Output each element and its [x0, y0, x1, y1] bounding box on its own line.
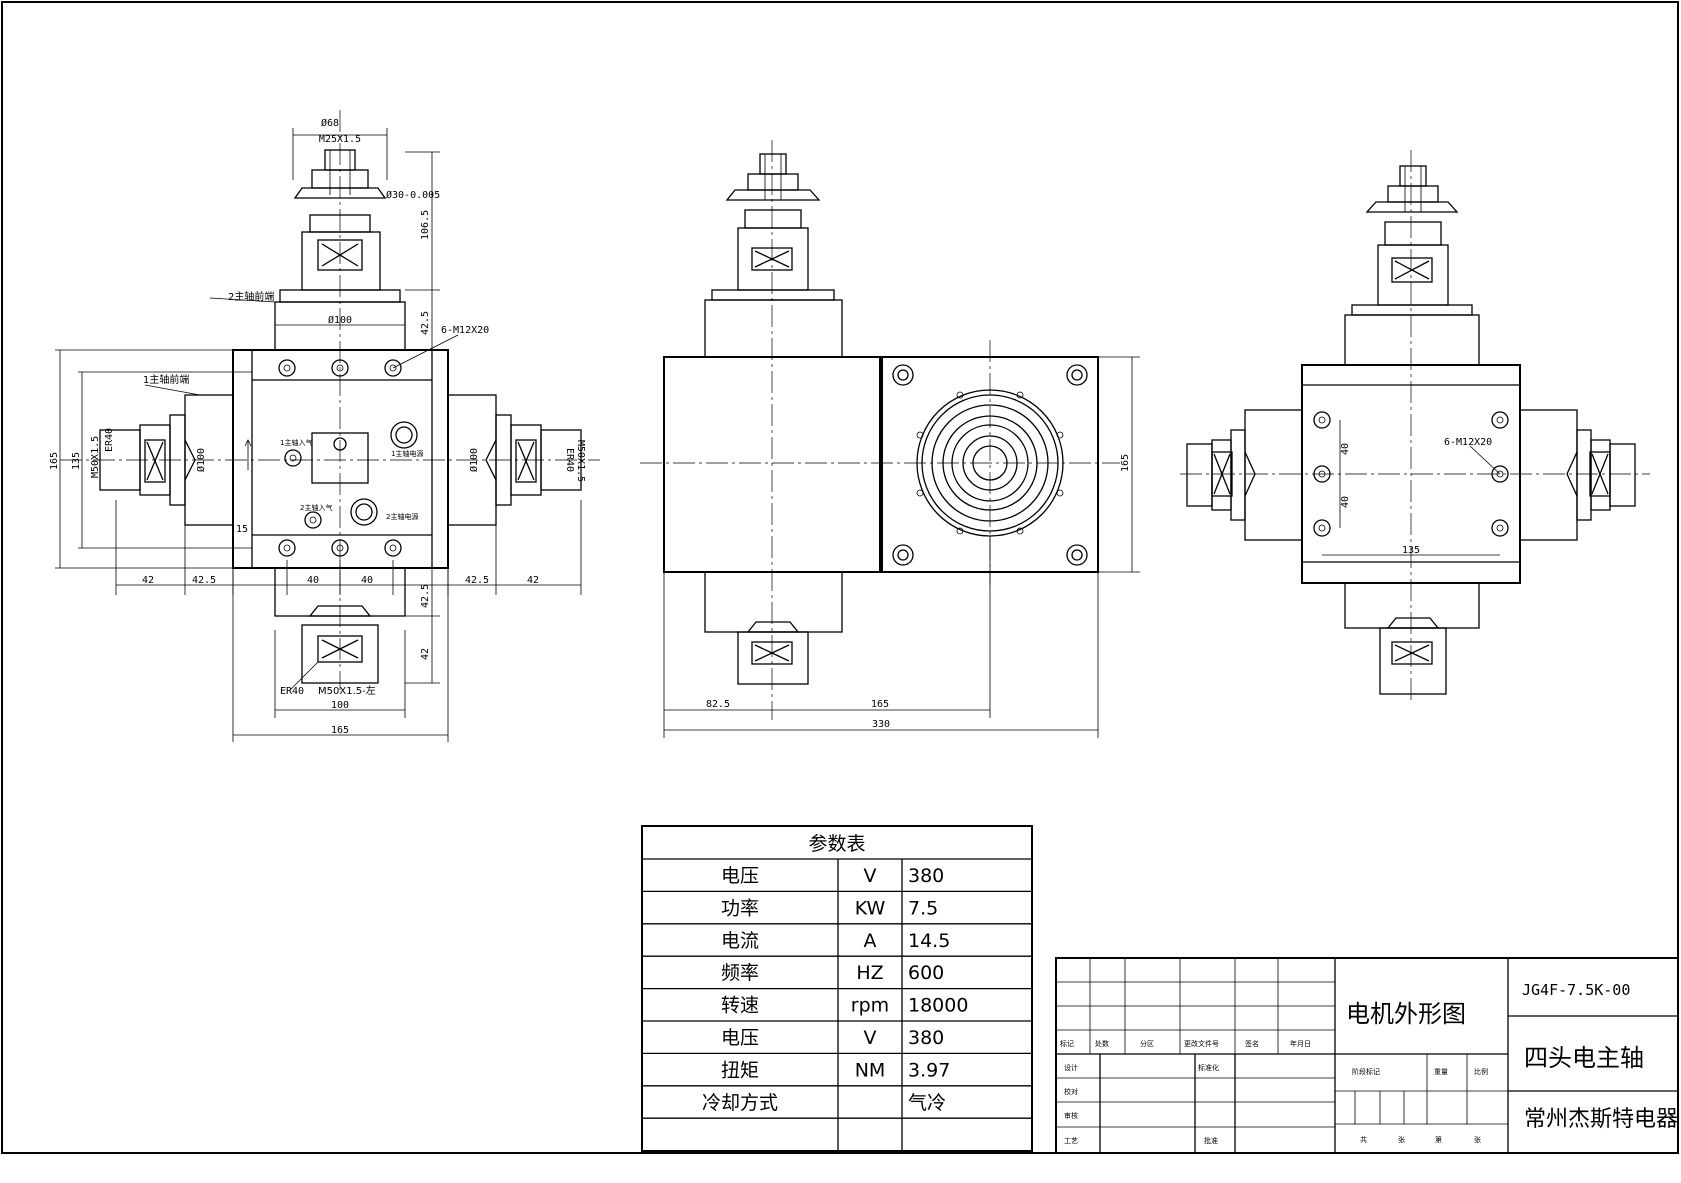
param-value: 7.5: [908, 897, 938, 919]
param-unit: A: [864, 930, 877, 952]
dim-mid-w165: 165: [871, 699, 889, 710]
dim-mid-h165: 165: [1120, 454, 1131, 472]
dim-d100-top: Ø100: [328, 314, 352, 326]
dim-m25: M25X1.5: [319, 134, 361, 145]
parameter-table: 电压 V 380 功率 KW 7.5 电流 A 14.5 频率 HZ 600 转速 rpm 18000 电压 V…: [641, 825, 1033, 1152]
label-approve: 批准: [1204, 1136, 1218, 1145]
label-spindle2-front: 2主轴前端: [228, 290, 274, 303]
left-view: [55, 110, 600, 742]
label-process: 工艺: [1064, 1137, 1078, 1145]
dim-h42-bottom2: 42: [420, 648, 431, 660]
rev-header-5: 签名: [1245, 1039, 1259, 1048]
right-view: [1180, 150, 1650, 700]
dim-w42-right: 42: [527, 575, 539, 586]
param-unit: V: [864, 1027, 877, 1049]
param-value: 3.97: [908, 1059, 950, 1081]
title-block: [1055, 957, 1679, 1154]
dim-w100: 100: [331, 700, 349, 711]
title-product-name: 四头电主轴: [1524, 1044, 1644, 1072]
label-standardization: 标准化: [1198, 1063, 1219, 1072]
label-scale: 比例: [1474, 1067, 1488, 1076]
dim-right-w135: 135: [1402, 545, 1420, 556]
label-in1: 1主轴入气: [280, 438, 312, 447]
dim-w40-b: 40: [361, 575, 373, 586]
dim-h42-bottom: 42.5: [420, 584, 431, 608]
title-drawing-name: 电机外形图: [1346, 1000, 1466, 1028]
param-unit: KW: [855, 897, 886, 919]
label-spindle1-front: 1主轴前端: [143, 373, 189, 386]
rev-header-6: 年月日: [1290, 1039, 1311, 1048]
rev-header-4: 更改文件号: [1184, 1039, 1219, 1048]
dim-mid-w330: 330: [872, 719, 890, 730]
param-unit: HZ: [856, 962, 883, 984]
dim-d100-right: Ø100: [468, 448, 480, 472]
param-unit: V: [864, 865, 877, 887]
label-review: 审核: [1064, 1111, 1078, 1120]
rev-header-3: 分区: [1140, 1039, 1154, 1048]
label-sheet-unit2: 张: [1474, 1135, 1481, 1144]
label-out1: 1主轴电源: [391, 449, 423, 458]
param-value: 气冷: [908, 1092, 946, 1114]
dim-w40-a: 40: [307, 575, 319, 586]
param-value: 14.5: [908, 930, 950, 952]
label-er40-left: ER40: [104, 428, 115, 452]
param-name: 电流: [721, 930, 759, 952]
dim-h135: 135: [71, 452, 82, 470]
label-total-sheets: 共: [1360, 1135, 1367, 1144]
dim-w425-right: 42.5: [465, 575, 489, 586]
dim-mid-w825: 82.5: [706, 699, 730, 710]
dim-right-v40b: 40: [1340, 496, 1351, 508]
title-drawing-number: JG4F-7.5K-00: [1522, 981, 1630, 999]
dim-w15: 15: [236, 524, 248, 535]
dim-right-v40a: 40: [1340, 443, 1351, 455]
param-name: 电压: [721, 865, 759, 887]
dim-w165: 165: [331, 725, 349, 736]
label-check: 校对: [1064, 1087, 1078, 1096]
dim-m50-bottom: M50X1.5-左: [318, 684, 376, 697]
label-sheet-no: 第: [1435, 1135, 1442, 1144]
dim-d100-left: Ø100: [195, 448, 207, 472]
dim-d30: Ø30-0.005: [386, 189, 440, 201]
param-unit: rpm: [851, 995, 889, 1017]
dim-h165: 165: [49, 452, 60, 470]
dim-m50-left: M50X1.5: [90, 436, 101, 478]
label-design: 设计: [1064, 1063, 1078, 1072]
param-unit: NM: [855, 1059, 886, 1081]
label-er40-bottom: ER40: [280, 686, 304, 697]
label-stage-mark: 阶段标记: [1352, 1067, 1380, 1076]
param-name: 功率: [721, 897, 759, 919]
label-holes: 6-M12X20: [441, 325, 489, 336]
param-value: 380: [908, 865, 944, 887]
middle-view: [640, 140, 1140, 738]
drawing-frame: [1, 1, 1679, 1154]
param-name: 电压: [721, 1027, 759, 1049]
dim-h42-top: 42.5: [420, 311, 431, 335]
title-company: 常州杰斯特电器: [1524, 1107, 1678, 1132]
label-right-holes: 6-M12X20: [1444, 437, 1492, 448]
dim-m50-right: M50X1.5: [575, 440, 586, 482]
dim-d68: Ø68: [321, 117, 339, 129]
dim-h106: 106.5: [420, 210, 431, 240]
param-name: 扭矩: [721, 1059, 759, 1081]
label-out2: 2主轴电源: [386, 512, 418, 521]
param-name: 冷却方式: [702, 1092, 778, 1114]
param-value: 600: [908, 962, 944, 984]
label-in2: 2主轴入气: [300, 503, 332, 512]
label-er40-right: ER40: [564, 448, 575, 472]
rev-header-2: 处数: [1095, 1039, 1109, 1048]
param-name: 频率: [721, 962, 759, 984]
dim-w425-left: 42.5: [192, 575, 216, 586]
param-name: 转速: [721, 995, 759, 1017]
param-value: 18000: [908, 995, 968, 1017]
param-table-title: 参数表: [808, 833, 865, 855]
dim-w42-left: 42: [142, 575, 154, 586]
label-weight: 重量: [1434, 1068, 1448, 1076]
param-value: 380: [908, 1027, 944, 1049]
label-sheet-unit: 张: [1398, 1135, 1405, 1144]
rev-header-1: 标记: [1060, 1039, 1074, 1048]
